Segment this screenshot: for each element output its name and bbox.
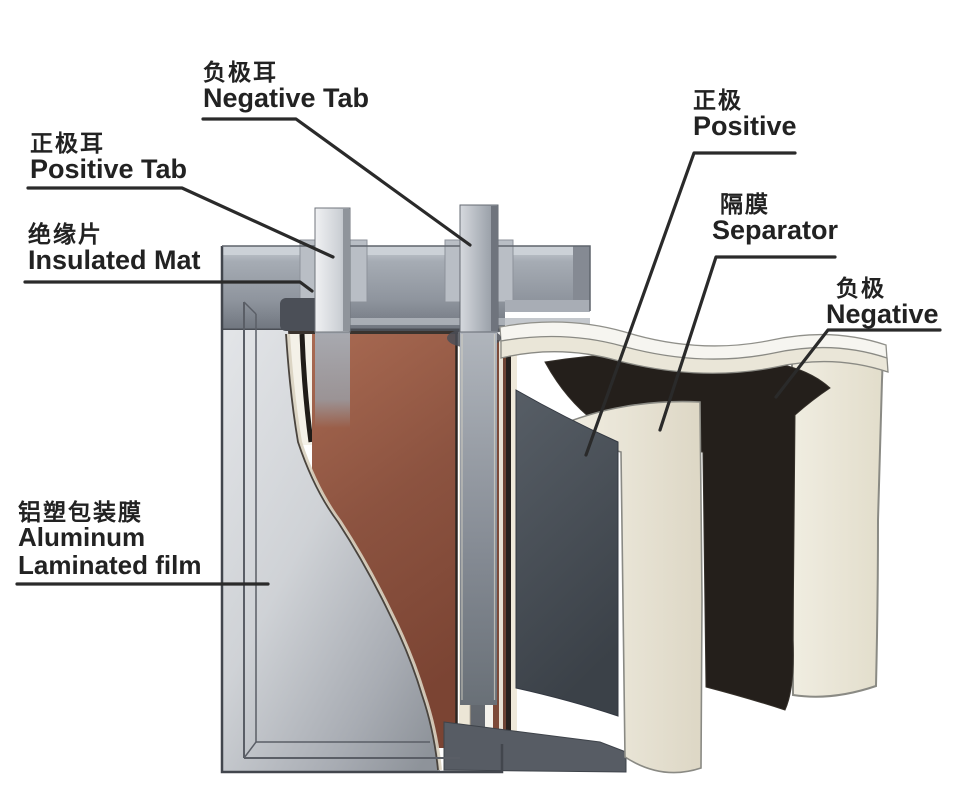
seal-lower-highlight xyxy=(300,318,590,325)
pouch-frame-corner-bottom xyxy=(243,741,257,759)
negative-tab-side xyxy=(491,206,498,331)
insulated-mat-left xyxy=(280,298,322,331)
positive-tab-inner-strip xyxy=(315,332,350,428)
label-positive: 正极 Positive xyxy=(693,88,797,141)
film-edge-line xyxy=(285,333,439,771)
seal-right-cap xyxy=(573,246,590,311)
label-positive-tab-en: Positive Tab xyxy=(30,154,188,185)
label-negative-tab: 负极耳 Negative Tab xyxy=(203,60,369,113)
seal-fade xyxy=(505,300,590,312)
label-separator: 隔膜 Separator xyxy=(712,192,838,245)
label-separator-zh: 隔膜 xyxy=(720,191,770,217)
pouch-outline xyxy=(220,246,504,774)
negative-tab-inner-strip xyxy=(460,332,497,705)
edge-strip-cream xyxy=(499,340,503,758)
edge-strip-black xyxy=(506,340,511,758)
seal-post xyxy=(444,239,463,303)
edge-strip-copper2 xyxy=(503,340,506,758)
leader-positive xyxy=(584,151,797,457)
label-positive-en: Positive xyxy=(693,111,797,142)
label-positive-zh: 正极 xyxy=(693,87,743,113)
leader-negative xyxy=(774,328,942,399)
label-aluminum-film-en1: Aluminum xyxy=(18,522,146,553)
pouch-top-seal xyxy=(222,239,590,332)
leader-separator xyxy=(658,255,837,432)
positive-tab-side xyxy=(343,209,350,331)
edge-strip-cream2 xyxy=(511,340,517,758)
pouch-frame-corner-top xyxy=(243,301,257,315)
negative-edge-line xyxy=(299,333,314,443)
label-aluminum-film-en2: Laminated film xyxy=(18,549,202,580)
pouch-bottom-shadow xyxy=(443,721,627,773)
pouch-front-face xyxy=(222,330,440,772)
label-negative-zh: 负极 xyxy=(836,275,886,301)
leader-negative-tab xyxy=(201,117,472,247)
film-edge-highlight xyxy=(286,333,442,771)
label-aluminum-film: 铝塑包装膜 Aluminum Laminated film xyxy=(18,500,201,579)
leader-lines xyxy=(15,117,942,586)
seal-post xyxy=(349,239,368,303)
label-negative-tab-zh: 负极耳 xyxy=(203,59,278,85)
leader-insulated-mat xyxy=(23,280,314,293)
label-insulated-mat: 绝缘片 Insulated Mat xyxy=(28,222,201,275)
leader-positive-tab xyxy=(26,186,335,259)
label-positive-tab-zh: 正极耳 xyxy=(30,130,105,156)
label-separator-en: Separator xyxy=(712,215,839,246)
label-aluminum-film-zh: 铝塑包装膜 xyxy=(18,499,143,525)
label-negative-en: Negative xyxy=(826,299,939,330)
layer-stack xyxy=(499,321,889,774)
tab-strip-edges xyxy=(461,334,496,700)
positive-electrode-sheet xyxy=(515,389,619,717)
label-negative-tab-en: Negative Tab xyxy=(203,83,370,114)
aluminum-laminated-film xyxy=(220,245,591,774)
label-insulated-mat-zh: 绝缘片 xyxy=(28,221,103,247)
label-negative: 负极 Negative xyxy=(826,276,939,329)
label-positive-tab: 正极耳 Positive Tab xyxy=(30,131,187,184)
top-seal-highlight xyxy=(222,246,590,255)
tabs xyxy=(314,204,499,705)
label-insulated-mat-en: Insulated Mat xyxy=(28,245,201,276)
